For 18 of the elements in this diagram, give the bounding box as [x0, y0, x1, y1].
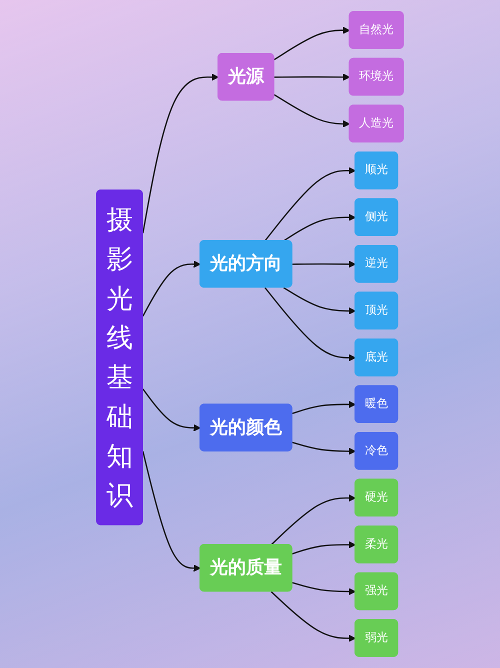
- arrow: [292, 260, 356, 268]
- arrow: [292, 541, 356, 554]
- arrow: [292, 582, 356, 596]
- arrow: [292, 400, 356, 414]
- arrow: [142, 451, 201, 572]
- arrow: [270, 591, 356, 642]
- arrow: [274, 94, 350, 128]
- arrow: [283, 287, 356, 315]
- arrow: [142, 260, 201, 317]
- arrow: [283, 214, 356, 242]
- arrow: [270, 494, 356, 546]
- arrow: [292, 442, 356, 455]
- arrow: [264, 287, 356, 362]
- arrow: [142, 74, 219, 234]
- arrow: [274, 26, 350, 60]
- arrow: [142, 388, 201, 432]
- arrow: [274, 74, 350, 81]
- arrow: [264, 167, 356, 242]
